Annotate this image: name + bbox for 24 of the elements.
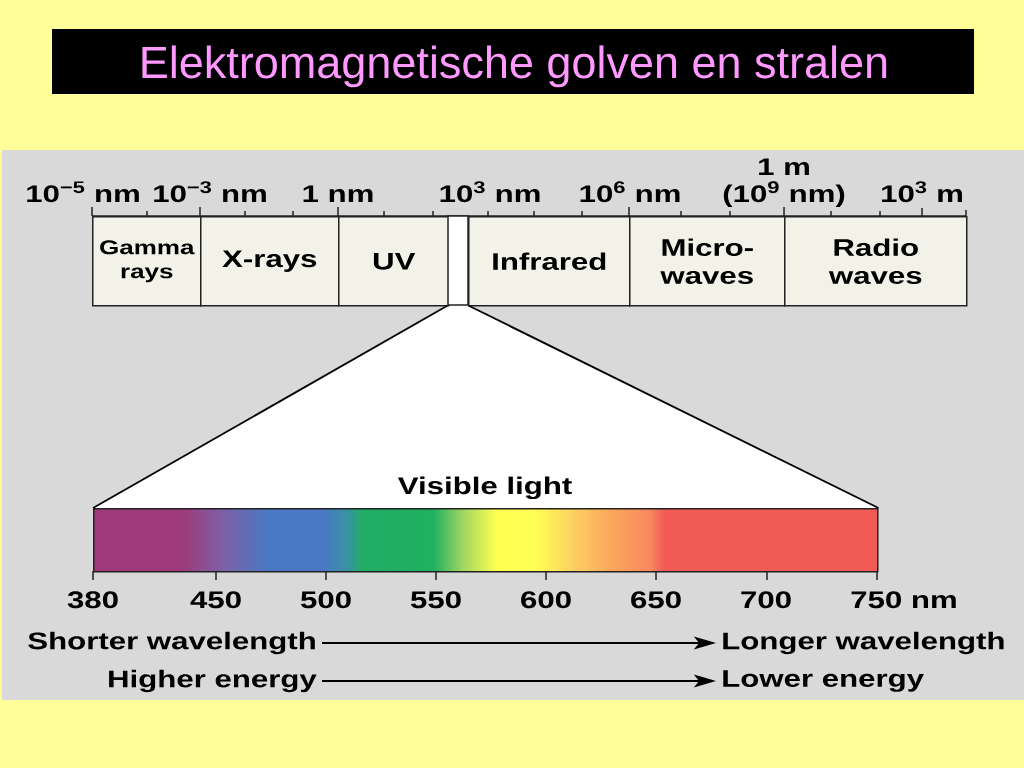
scale-label: 10$^{6}$ nm (580, 181, 680, 203)
band-box: X-rays (200, 216, 340, 307)
band-box: Radio waves (784, 216, 968, 307)
heading: Visible light (397, 476, 572, 500)
scale-label: 10$^{3}$ nm (440, 181, 540, 203)
scale-label: 10$^{−3}$ nm (154, 181, 266, 203)
connector-line (467, 304, 880, 509)
band-box: Gamma rays (92, 216, 202, 307)
connector-line (92, 304, 449, 509)
scale-label: 1 m (759, 158, 809, 175)
scale-label: 1 nm (303, 185, 373, 202)
scale-label: 10$^{−5}$ nm (27, 181, 139, 203)
band-box: UV (338, 216, 450, 307)
direction-label: Higher energy (109, 669, 317, 693)
scale-label: 750 nm (851, 591, 956, 609)
direction-label: Shorter wavelength (28, 631, 315, 655)
direction-label: Lower energy (723, 670, 924, 692)
narrow-box (447, 215, 469, 306)
scale-label: (10$^{9}$ nm) (723, 181, 845, 207)
title-banner: Elektromagnetische golven en stralen (52, 29, 974, 94)
scale-label: 380 (67, 591, 118, 609)
direction-label: Longer wavelength (723, 631, 1004, 655)
band-box: Micro- waves (629, 216, 786, 307)
band-box: Infrared (468, 216, 631, 307)
